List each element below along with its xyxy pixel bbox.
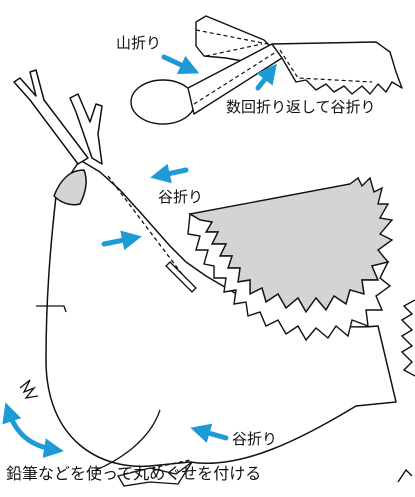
mouth-line bbox=[36, 305, 67, 313]
right-wing bbox=[271, 41, 403, 95]
tail-white-edge bbox=[187, 212, 392, 342]
arrow-valley-bottom bbox=[190, 423, 229, 443]
label-valley-fold-1: 谷折り bbox=[158, 188, 204, 206]
right-antenna bbox=[69, 93, 103, 165]
bottom-valley-line bbox=[123, 459, 191, 475]
top-arrows bbox=[161, 54, 277, 91]
spoon-bowl bbox=[130, 79, 196, 125]
main-fold-lines bbox=[107, 175, 191, 475]
main-details bbox=[19, 261, 197, 487]
label-fold-back-valley: 数回折り返して谷折り bbox=[226, 98, 376, 116]
slit-mark bbox=[165, 261, 197, 293]
zigzag-tail bbox=[187, 176, 394, 342]
top-spoon-figure bbox=[130, 15, 403, 125]
arrow-valley-left bbox=[101, 230, 142, 251]
arrow-fold-back bbox=[255, 63, 277, 91]
diagonal-valley-line bbox=[107, 175, 189, 283]
right-partial-shape bbox=[397, 299, 415, 483]
bottom-curve bbox=[95, 409, 161, 471]
label-mountain-fold: 山折り bbox=[116, 34, 162, 52]
label-valley-fold-2: 谷折り bbox=[232, 430, 278, 448]
top-fold-lines bbox=[193, 29, 373, 105]
head-gray-patch bbox=[53, 169, 87, 206]
left-antenna bbox=[13, 69, 89, 165]
arrow-curl bbox=[2, 402, 64, 459]
arrow-valley-top bbox=[150, 163, 189, 184]
arrow-mountain-fold bbox=[161, 54, 200, 75]
label-pencil-instruction: 鉛筆などを使って丸めぐせを付ける bbox=[6, 464, 262, 483]
bottom-flap bbox=[116, 461, 193, 487]
left-foot bbox=[19, 379, 39, 399]
main-arrows bbox=[2, 163, 229, 459]
